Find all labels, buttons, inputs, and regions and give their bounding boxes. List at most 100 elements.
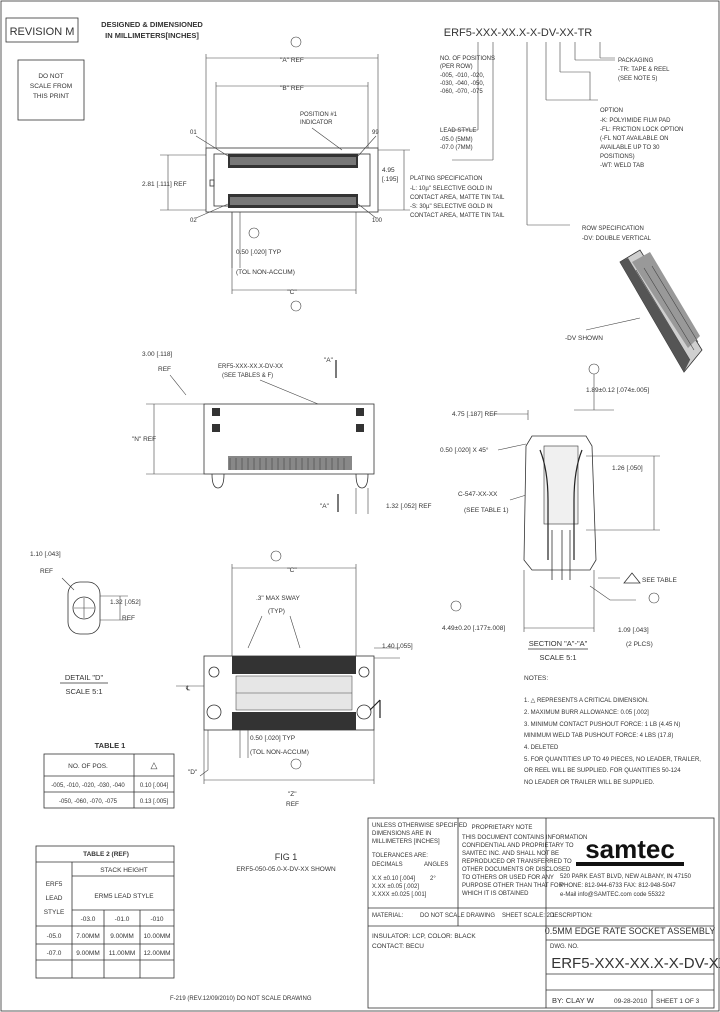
- chamfer-label: 0.50 [.020] X 45°: [440, 446, 489, 454]
- dim-132-side: 1.32 [.052] REF: [386, 503, 432, 510]
- fig-subtitle: ERF5-050-05.0-X-DV-XX SHOWN: [236, 866, 336, 873]
- contact-part-sub: (SEE TABLE 1): [464, 507, 509, 514]
- centerline-mark: ℄: [185, 685, 191, 692]
- fig-title: FIG 1: [275, 852, 298, 862]
- noscale-line3: THIS PRINT: [33, 93, 69, 100]
- part-number-code: ERF5-XXX-XX.X-X-DV-XX-TR: [444, 27, 593, 39]
- do-not-scale-box: DO NOT SCALE FROM THIS PRINT: [17, 59, 85, 121]
- noscale-line1: DO NOT: [38, 73, 63, 80]
- table2-r1-style: -05.0: [47, 933, 62, 940]
- detail-dim-110: 1.10 [.043]: [30, 551, 61, 558]
- tol-1: DIMENSIONS ARE IN: [372, 831, 431, 837]
- note-5: 5. FOR QUANTITIES UP TO 49 PIECES, NO LE…: [524, 757, 701, 763]
- section-title: SECTION "A"-"A": [529, 639, 588, 648]
- pitch-bottom-tol: (TOL NON-ACCUM): [250, 749, 309, 756]
- callout-row-0: ROW SPECIFICATION: [582, 226, 644, 232]
- table2-r2-style: -07.0: [47, 950, 62, 957]
- description-text: 0.5MM EDGE RATE SOCKET ASSEMBLY: [545, 926, 716, 936]
- table2-r2-c1: 9.00MM: [76, 950, 99, 957]
- callout-positions-3: -030, -040, -050,: [440, 81, 485, 87]
- bottom-view: "C" .3" MAX SWAY (TYP) ℄ 1.40 [.055] 0.5…: [176, 550, 413, 873]
- tol-9: 2°: [430, 876, 436, 882]
- callout-packaging-2: (SEE NOTE 5): [618, 76, 657, 82]
- dim-495: 4.95: [382, 167, 395, 174]
- top-view: "A" REF "B" REF POSITION #1 INDICATOR 01…: [142, 36, 410, 312]
- table2-r1-c2: 9.00MM: [110, 933, 133, 940]
- pin-02: 02: [190, 218, 197, 224]
- callout-option-1: -K: POLYIMIDE FILM PAD: [600, 118, 671, 124]
- table1-row1-val: 0.10 [.004]: [140, 783, 169, 789]
- callout-positions-1: (PER ROW): [440, 64, 473, 70]
- notes: NOTES: 1. △ REPRESENTS A CRITICAL DIMENS…: [524, 675, 701, 786]
- tol-7: X.XX ±0.05 [.002]: [372, 884, 419, 890]
- table2-r1-c1: 7.00MM: [76, 933, 99, 940]
- callout-option-3: (-FL NOT AVAILABLE ON: [600, 136, 668, 142]
- section-a-bottom: "A": [320, 503, 330, 510]
- table1-row1-pos: -005, -010, -020, -030, -040: [51, 783, 125, 789]
- pin-01: 01: [190, 130, 197, 136]
- tails-row-bottom: [232, 712, 356, 730]
- detail-title: DETAIL "D": [65, 673, 104, 682]
- form-footer: F-219 (REV.12/09/2010) DO NOT SCALE DRAW…: [170, 996, 312, 1002]
- pin-99: 99: [372, 130, 379, 136]
- dim-b-ref: "B" REF: [280, 85, 304, 92]
- callout-option-2: -FL: FRICTION LOCK OPTION: [600, 127, 683, 133]
- callout-leadstyle-2: -07.0 (7MM): [440, 145, 473, 151]
- table2-side-erf5: ERF5: [46, 881, 63, 888]
- dim-495-in: [.195]: [382, 176, 398, 183]
- material-contact: CONTACT: BECU: [372, 943, 424, 950]
- note-2: 2. MAXIMUM BURR ALLOWANCE: 0.05 [.002]: [524, 710, 649, 716]
- tol-5: ANGLES: [424, 862, 448, 868]
- do-not-scale-note: DO NOT SCALE DRAWING: [420, 913, 495, 919]
- table2-side-lead: LEAD: [46, 895, 63, 902]
- table1-row2-val: 0.13 [.005]: [140, 799, 169, 805]
- section-a-a-view: 1.89±0.12 [.074±.005] 4.75 [.187] REF 0.…: [440, 363, 677, 662]
- prop-0: PROPRIETARY NOTE: [472, 825, 533, 831]
- dim-c-bottom: "C": [287, 567, 297, 574]
- callout-packaging-0: PACKAGING: [618, 58, 654, 64]
- section-a-top: "A": [324, 357, 334, 364]
- units-line1: DESIGNED & DIMENSIONED: [101, 20, 203, 29]
- table1-header-pos: NO. OF POS.: [68, 763, 108, 770]
- units-line2: IN MILLIMETERS[INCHES]: [105, 31, 199, 40]
- title-block: UNLESS OTHERWISE SPECIFIED DIMENSIONS AR…: [367, 817, 720, 1009]
- max-sway-typ: (TYP): [268, 608, 285, 615]
- dim-475: 4.75 [.187] REF: [452, 411, 498, 418]
- callout-leadstyle-0: LEAD STYLE: [440, 128, 476, 134]
- material-header: MATERIAL:: [372, 913, 404, 919]
- logo-text: samtec: [585, 834, 675, 864]
- isometric-connector-view: -DV SHOWN: [565, 249, 703, 373]
- note-4: 4. DELETED: [524, 745, 559, 751]
- detail-dim-132: 1.32 [.052]: [110, 599, 141, 606]
- dim-z: "Z": [288, 791, 297, 798]
- sheet-number: SHEET 1 OF 3: [656, 998, 700, 1005]
- max-sway: .3" MAX SWAY: [256, 595, 301, 602]
- prop-2: CONFIDENTIAL AND PROPRIETARY TO: [462, 843, 574, 849]
- detail-dim-132-ref: REF: [122, 615, 135, 622]
- tol-6: X.X ±0.10 [.004]: [372, 876, 415, 882]
- samtec-logo: samtec: [576, 834, 684, 866]
- revision-block: REVISION M: [5, 17, 79, 43]
- note-3b: MINIMUM WELD TAB PUSHOUT FORCE: 4 LBS (1…: [524, 733, 673, 739]
- dim-z-ref: REF: [286, 801, 299, 808]
- callout-plating-4: CONTACT AREA, MATTE TIN TAIL: [410, 213, 505, 219]
- table2-title: TABLE 2 (REF): [83, 851, 129, 858]
- prop-4: REPRODUCED OR TRANSFERRED TO: [462, 859, 572, 865]
- callout-option-5: POSITIONS): [600, 154, 635, 160]
- tol-2: MILLIMETERS [INCHES]: [372, 839, 440, 845]
- table2-side-style: STYLE: [44, 909, 65, 916]
- pitch-label: 0.50 [.020] TYP: [236, 249, 281, 256]
- pos1-label-1: INDICATOR: [300, 120, 333, 126]
- address-1: PHONE: 812-944-6733 FAX: 812-948-5047: [560, 883, 676, 889]
- dim-109: 1.09 [.043]: [618, 627, 649, 634]
- notes-title: NOTES:: [524, 675, 548, 682]
- callout-plating-0: PLATING SPECIFICATION: [410, 176, 482, 182]
- pos1-label-0: POSITION #1: [300, 112, 338, 118]
- prop-1: THIS DOCUMENT CONTAINS INFORMATION: [462, 835, 587, 841]
- note-5c: NO LEADER OR TRAILER WILL BE SUPPLIED.: [524, 780, 655, 786]
- prop-7: PURPOSE OTHER THAN THAT FOR: [462, 883, 564, 889]
- prop-5: OTHER DOCUMENTS OR DISCLOSED: [462, 867, 571, 873]
- drawing-number: ERF5-XXX-XX.X-X-DV-XX: [551, 955, 720, 972]
- dwg-no-header: DWG. NO.: [550, 944, 579, 950]
- iso-caption: -DV SHOWN: [565, 335, 603, 342]
